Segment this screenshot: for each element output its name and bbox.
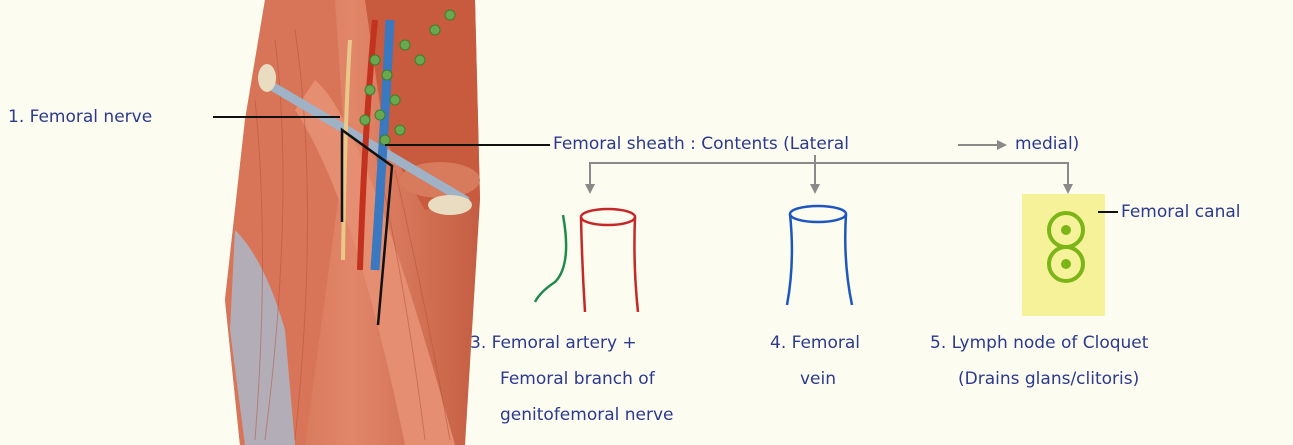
femoral-nerve-label: 1. Femoral nerve bbox=[8, 104, 152, 130]
femoral-artery-wall-left bbox=[581, 217, 585, 312]
femoral-artery-label-line2: Femoral branch of bbox=[500, 366, 655, 392]
femoral-vein-wall-left bbox=[787, 214, 792, 305]
femoral-artery-label-line3: genitofemoral nerve bbox=[500, 402, 674, 428]
femoral-vein-wall-right bbox=[845, 214, 852, 305]
genitofemoral-branch-drawing bbox=[535, 215, 566, 302]
lymph-node-label-line2: (Drains glans/clitoris) bbox=[958, 366, 1139, 392]
femoral-vein-lumen bbox=[790, 206, 846, 222]
femoral-artery-wall-right bbox=[634, 217, 638, 312]
femoral-sheath-label-end: medial) bbox=[1015, 131, 1079, 157]
femoral-artery-lumen bbox=[581, 209, 635, 225]
femoral-vein-label-line2: vein bbox=[800, 366, 836, 392]
femoral-artery-label-line1: 3. Femoral artery + bbox=[470, 330, 637, 356]
femoral-sheath-outline bbox=[342, 130, 392, 325]
sheath-branch-bar bbox=[590, 163, 1068, 190]
femoral-sheath-label: Femoral sheath : Contents (Lateral bbox=[553, 131, 849, 157]
lymph-node-upper-dot bbox=[1061, 225, 1071, 235]
lymph-node-label-line1: 5. Lymph node of Cloquet bbox=[930, 330, 1148, 356]
lymph-node-lower-dot bbox=[1061, 259, 1071, 269]
femoral-vein-label-line1: 4. Femoral bbox=[770, 330, 860, 356]
femoral-canal-label: Femoral canal bbox=[1121, 199, 1240, 225]
